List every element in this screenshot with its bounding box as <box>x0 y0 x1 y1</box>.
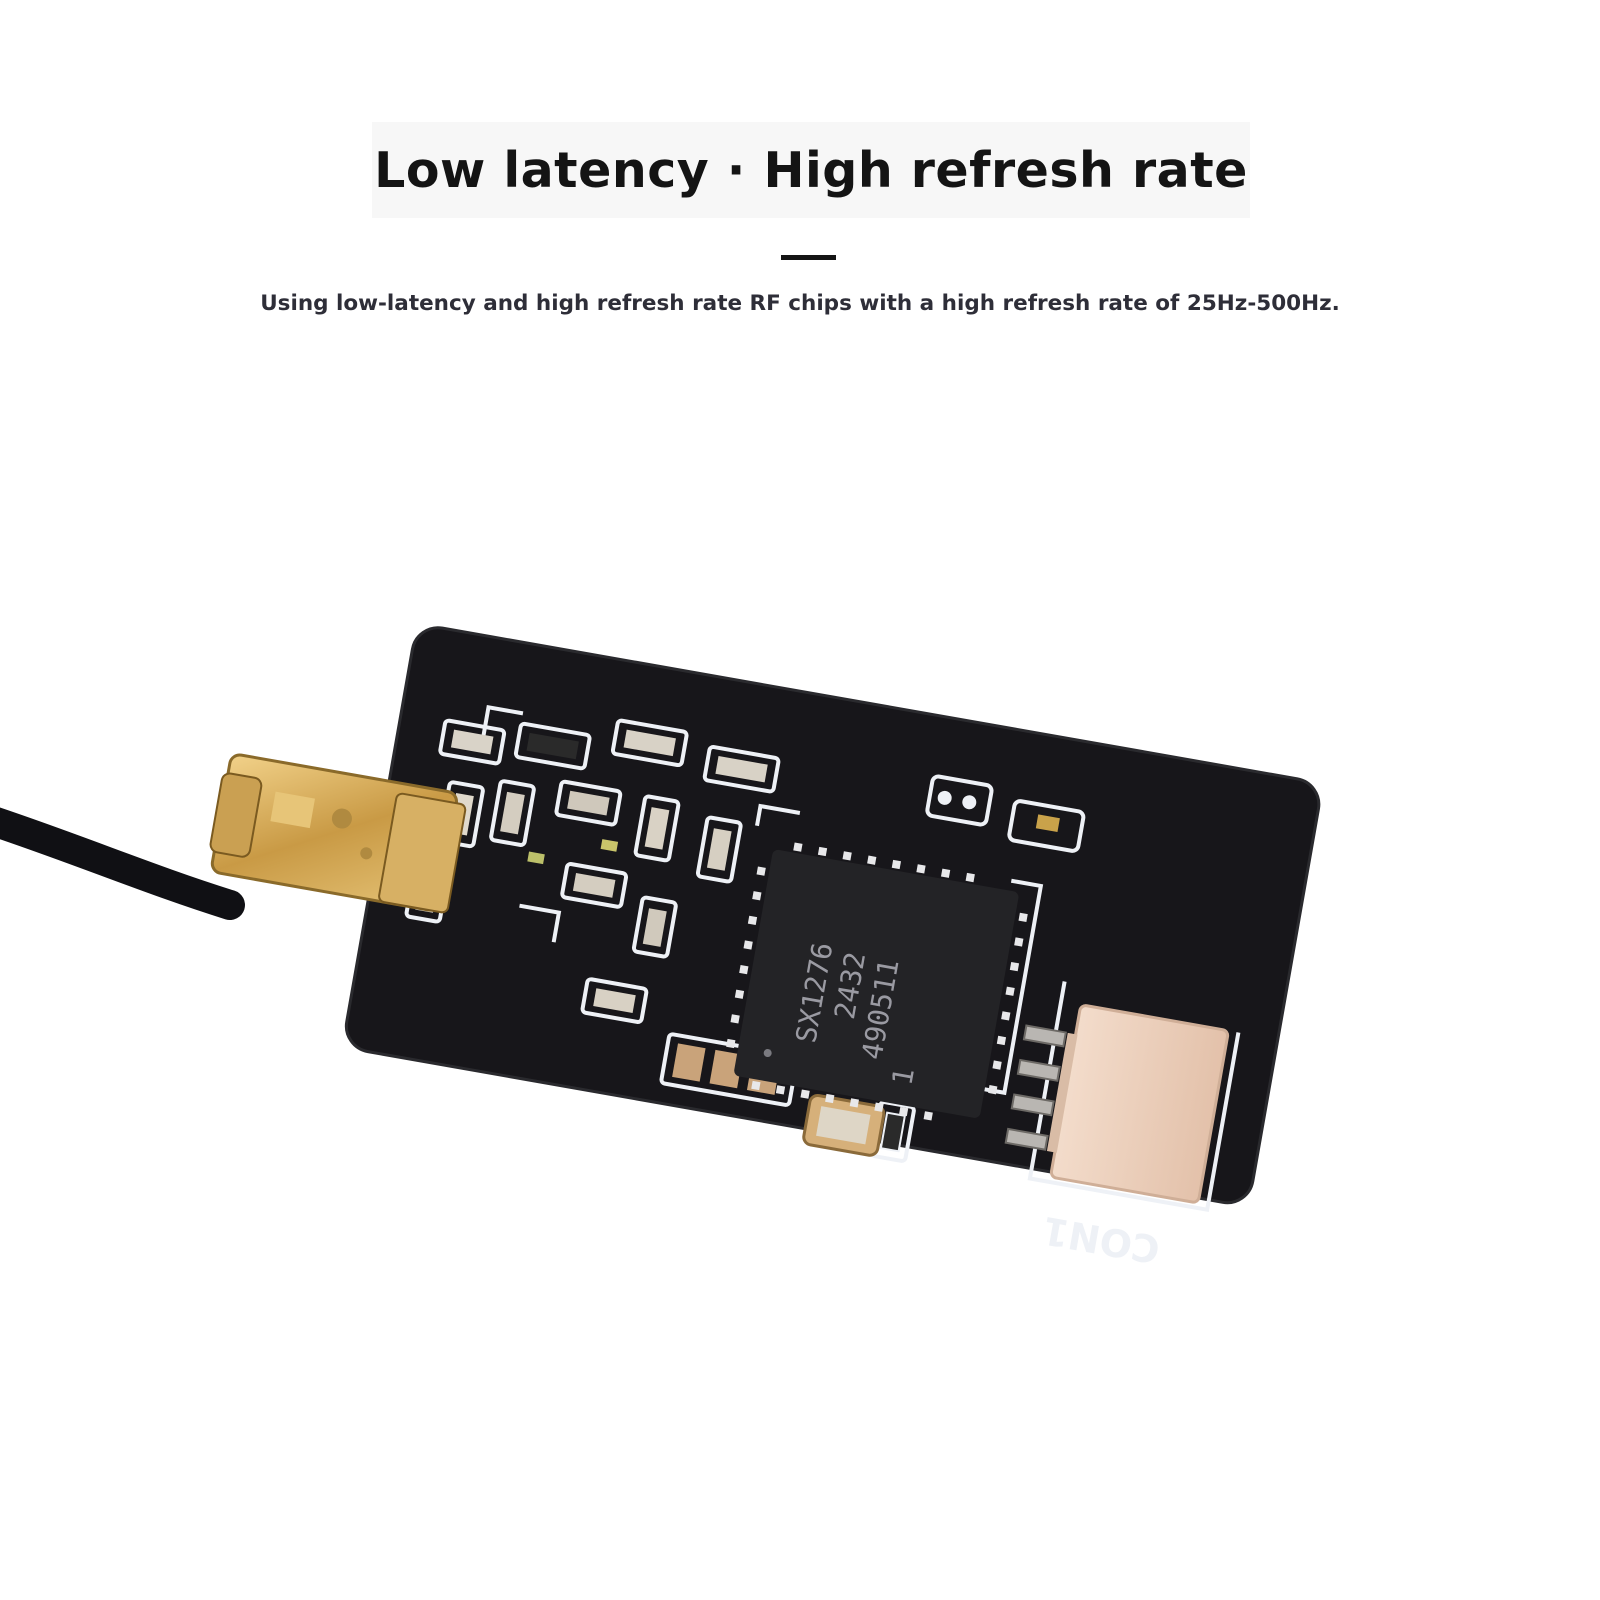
page-subtitle: Using low-latency and high refresh rate … <box>260 291 1340 316</box>
chip-marking-line-4: 1 <box>885 1065 920 1087</box>
title-divider <box>781 255 836 260</box>
ufl-antenna-connector <box>209 753 467 914</box>
headline-banner: Low latency · High refresh rate <box>372 122 1250 218</box>
antenna-cable <box>0 807 245 920</box>
rf-chip: SX1276 2432 490511 1 <box>726 842 1028 1121</box>
product-photo: SX1276 2432 490511 1 CON1 <box>0 626 1321 1272</box>
connector <box>1004 1004 1230 1204</box>
page-title: Low latency · High refresh rate <box>374 141 1248 199</box>
connector-label: CON1 <box>1039 1208 1163 1272</box>
